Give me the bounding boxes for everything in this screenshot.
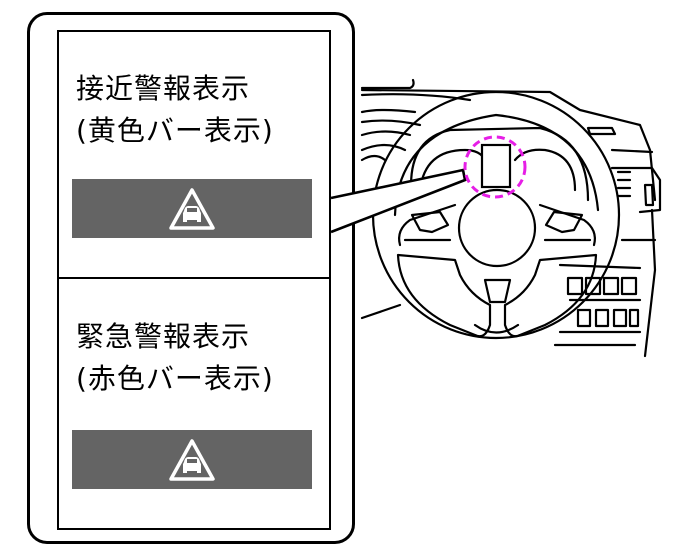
callout-pointer (330, 168, 467, 234)
center-display (480, 143, 512, 189)
dash-line (360, 78, 415, 90)
highlight-circle (463, 135, 527, 199)
approach-warning-title: 接近警報表示 (76, 72, 251, 105)
callout-frame (27, 12, 355, 544)
car-warning-triangle-icon (169, 438, 215, 481)
display-panel (57, 30, 331, 530)
panel-divider (57, 277, 331, 279)
approach-warning-subtitle: (黄色バー表示) (76, 114, 274, 147)
emergency-warning-subtitle: (赤色バー表示) (76, 362, 274, 395)
emergency-warning-bar (72, 430, 312, 489)
car-warning-triangle-icon (169, 187, 215, 230)
emergency-warning-title: 緊急警報表示 (76, 320, 251, 353)
approach-warning-bar (72, 179, 312, 238)
